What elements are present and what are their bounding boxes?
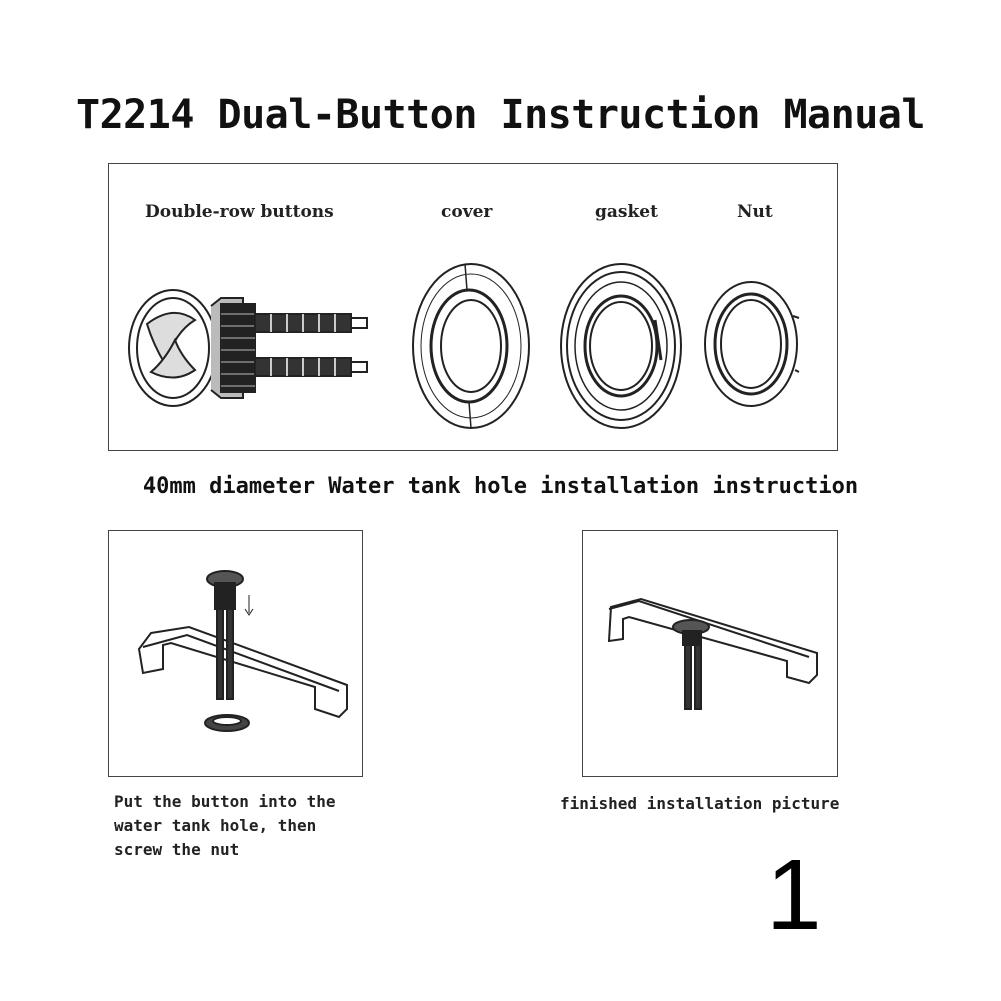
buttons-label: Double-row buttons	[145, 202, 334, 222]
page-title: T2214 Dual-Button Instruction Manual	[76, 92, 925, 138]
page-number: 1	[766, 839, 822, 951]
parts-panel: Double-row buttons cover gasket Nut	[108, 163, 838, 451]
step1-caption: Put the button into the water tank hole,…	[114, 790, 336, 862]
installation-subtitle: 40mm diameter Water tank hole installati…	[142, 474, 859, 499]
step1-installation-illustration	[137, 570, 348, 732]
step2-caption: finished installation picture	[560, 794, 840, 813]
nut-illustration	[704, 281, 800, 407]
step1-panel	[108, 530, 363, 777]
dual-button-illustration	[128, 289, 368, 407]
step1-caption-line2: water tank hole, then	[114, 816, 317, 835]
step1-caption-line1: Put the button into the	[114, 792, 336, 811]
step2-panel	[582, 530, 838, 777]
gasket-illustration	[560, 263, 682, 429]
step1-caption-line3: screw the nut	[114, 840, 240, 859]
step2-finished-illustration	[607, 597, 818, 710]
nut-label: Nut	[737, 202, 773, 222]
cover-illustration	[412, 263, 530, 429]
cover-label: cover	[441, 202, 493, 222]
gasket-label: gasket	[595, 202, 658, 222]
